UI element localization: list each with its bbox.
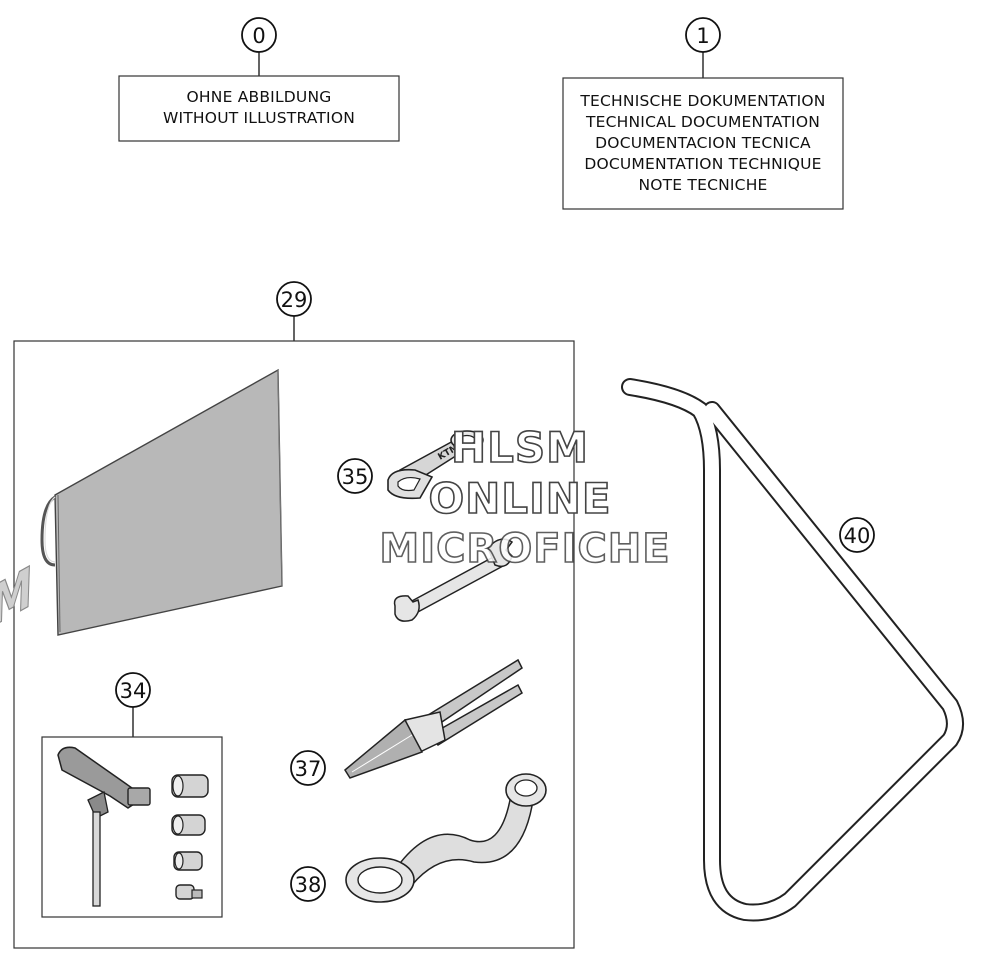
label-box-1-line: NOTE TECNICHE [638,176,768,194]
label-box-0 [118,75,400,142]
label-box-1-line: TECHNISCHE DOKUMENTATION [580,92,826,110]
callout-1[interactable]: 1 [685,17,721,78]
callout-37[interactable]: 37 [290,750,326,786]
callout-40-number: 40 [844,524,871,548]
hex-tool-frame [41,736,223,918]
side-stand[interactable] [621,378,964,922]
open-end-wrench[interactable] [393,538,514,622]
callout-29[interactable]: 29 [276,281,312,341]
callout-29-number: 29 [281,288,308,312]
label-box-1-line: DOCUMENTACION TECNICA [595,134,811,152]
pliers[interactable] [344,658,523,779]
label-box-1-line: TECHNICAL DOCUMENTATION [585,113,821,131]
watermark-line-3: MICROFICHE [379,526,671,572]
watermark-line-2: ONLINE [428,474,612,523]
toolkit-frame [13,340,575,949]
callout-40[interactable]: 40 [839,517,875,553]
tool-pouch[interactable]: KTM [0,368,283,673]
spark-plug-wrench[interactable]: KTM [387,430,484,500]
label-box-0-line: OHNE ABBILDUNG [186,88,332,106]
label-box-0-text: OHNE ABBILDUNG WITHOUT ILLUSTRATION [119,87,399,129]
watermark-line-1: HLSM [450,423,589,472]
label-box-1 [562,77,844,210]
callout-34-number: 34 [120,679,147,703]
label-box-1-text: TECHNISCHE DOKUMENTATION TECHNICAL DOCUM… [563,91,843,196]
callout-37-number: 37 [295,757,322,781]
callout-0[interactable]: 0 [241,17,277,76]
callout-0-number: 0 [252,24,265,48]
socket-set[interactable] [171,774,209,900]
callout-38[interactable]: 38 [290,866,326,902]
label-box-0-line: WITHOUT ILLUSTRATION [162,109,356,127]
pouch-logo: KTM [0,556,36,673]
callout-34[interactable]: 34 [115,672,151,737]
callout-35[interactable]: 35 [337,458,373,494]
callout-1-number: 1 [696,24,709,48]
t-handle-hex-key[interactable] [57,746,151,907]
callout-35-number: 35 [342,465,369,489]
ring-wrench[interactable] [345,773,547,903]
callout-38-number: 38 [295,873,322,897]
label-box-1-line: DOCUMENTATION TECHNIQUE [584,155,822,173]
